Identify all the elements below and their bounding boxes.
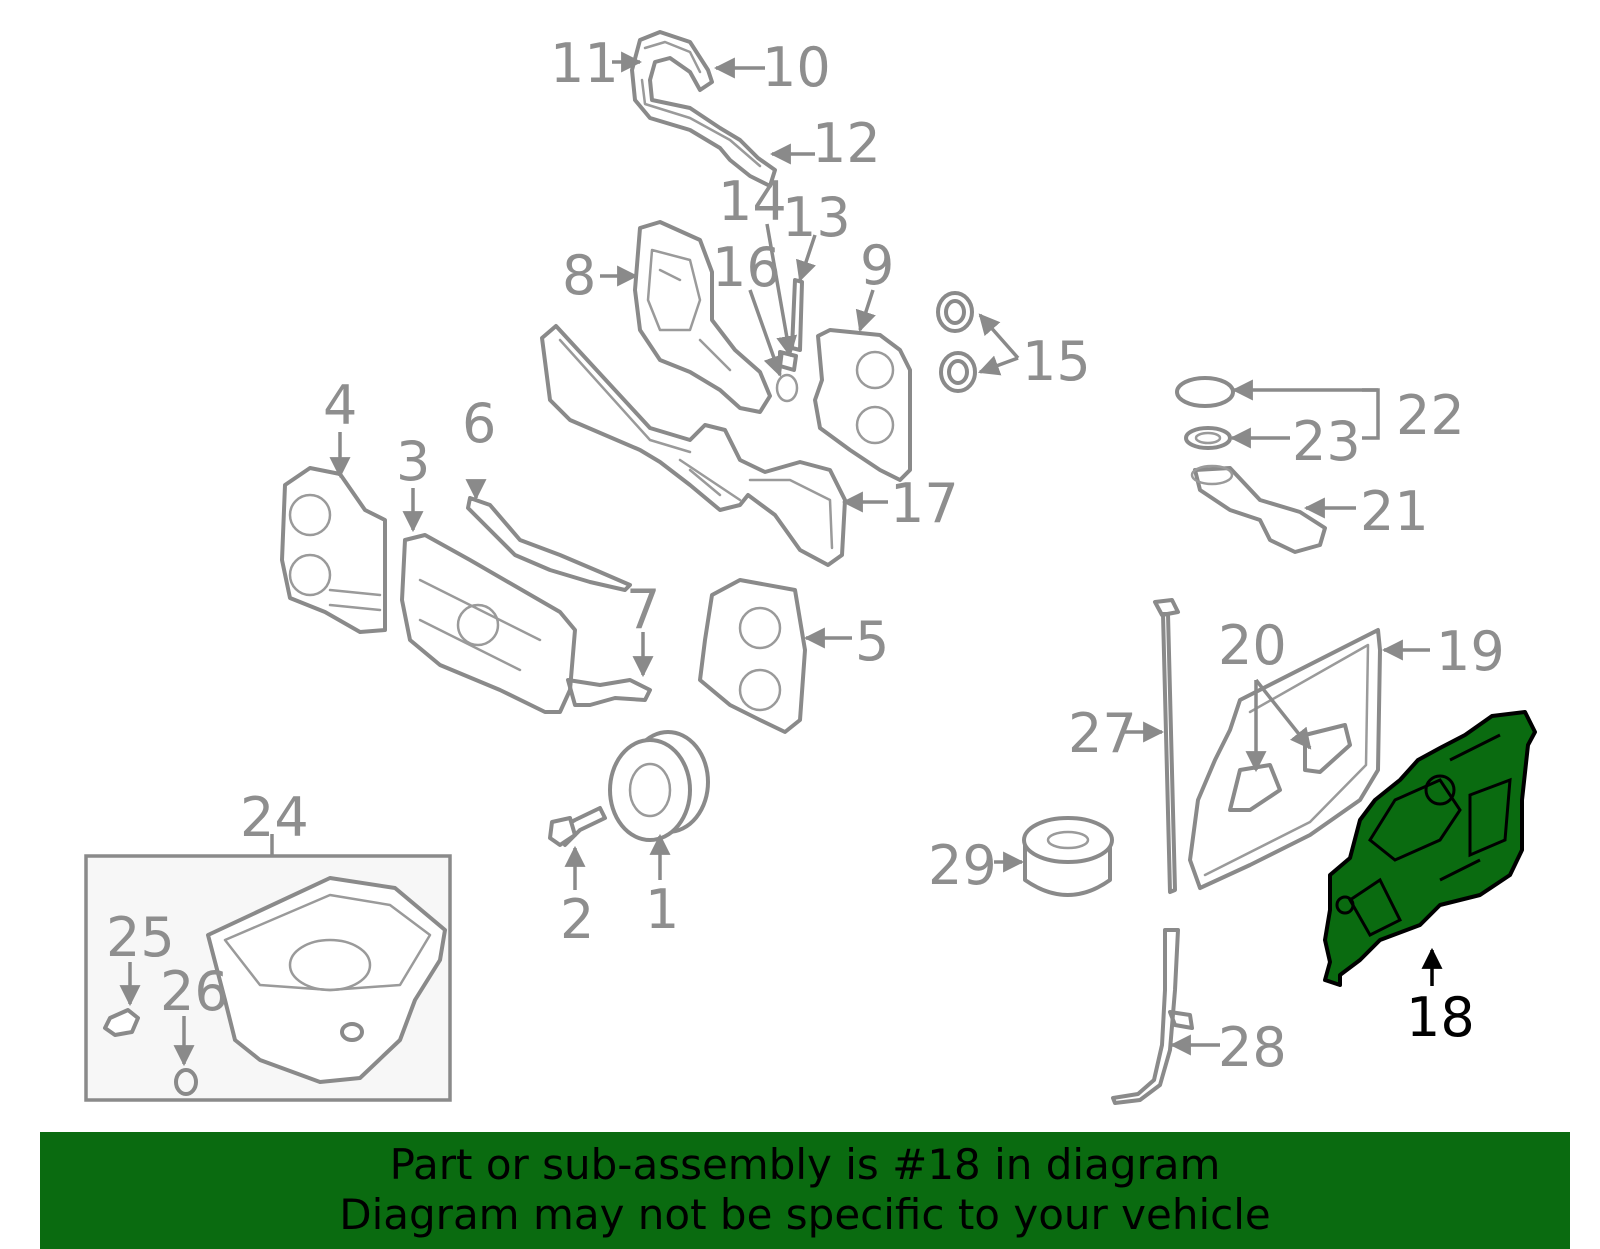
callout-13: 13 (782, 186, 851, 249)
callout-24: 24 (240, 786, 309, 849)
part-2-bolt (548, 806, 607, 847)
part-6-7-gaskets (466, 496, 652, 707)
banner-line-2: Diagram may not be specific to your vehi… (339, 1190, 1271, 1239)
callout-20: 20 (1218, 614, 1287, 677)
callout-4: 4 (323, 374, 357, 437)
info-banner: Part or sub-assembly is #18 in diagram D… (40, 1132, 1570, 1249)
callout-23: 23 (1292, 410, 1361, 473)
callout-28: 28 (1218, 1016, 1287, 1079)
part-10-12-gasket (630, 30, 777, 188)
callout-17: 17 (890, 472, 959, 535)
part-19-20-gasket (1188, 628, 1382, 890)
part-17-belt (540, 324, 847, 567)
callout-25: 25 (106, 906, 175, 969)
callout-5: 5 (855, 610, 889, 673)
callout-11: 11 (550, 32, 619, 95)
part-24-oilpan-box (84, 854, 452, 1102)
callout-3: 3 (396, 430, 430, 493)
part-29-filter (1022, 816, 1114, 897)
part-1-pulley (608, 730, 710, 842)
callout-21: 21 (1360, 480, 1429, 543)
callout-14: 14 (718, 170, 787, 233)
callout-2: 2 (560, 888, 594, 951)
part-8-cover (633, 220, 799, 414)
callout-18: 18 (1406, 986, 1475, 1049)
callout-10: 10 (762, 36, 831, 99)
callout-1: 1 (645, 878, 679, 941)
callout-15: 15 (1022, 330, 1091, 393)
callout-7: 7 (626, 578, 660, 641)
part-9-cover (813, 328, 912, 482)
callout-19: 19 (1436, 620, 1505, 683)
callout-26: 26 (160, 960, 229, 1023)
callout-12: 12 (812, 112, 881, 175)
callout-6: 6 (462, 392, 496, 455)
part-28-tube (1111, 928, 1194, 1105)
part-21-23-filler (1175, 376, 1327, 554)
callout-27: 27 (1068, 702, 1137, 765)
leader-lines (119, 51, 1443, 1067)
callout-labels: 1 2 3 4 5 6 7 8 9 10 11 12 13 14 15 16 1… (106, 32, 1505, 1079)
callout-9: 9 (860, 234, 894, 297)
banner-line-1: Part or sub-assembly is #18 in diagram (389, 1140, 1221, 1189)
part-5-cover (698, 578, 807, 734)
callout-22: 22 (1396, 384, 1465, 447)
part-3-cover (400, 533, 577, 714)
part-15-orings (936, 291, 977, 393)
callout-29: 29 (928, 834, 997, 897)
callout-16: 16 (712, 236, 781, 299)
part-4-cover (280, 466, 387, 634)
callout-8: 8 (562, 244, 596, 307)
part-18-highlighted (1323, 710, 1537, 987)
part-27-dipstick (1153, 598, 1180, 894)
